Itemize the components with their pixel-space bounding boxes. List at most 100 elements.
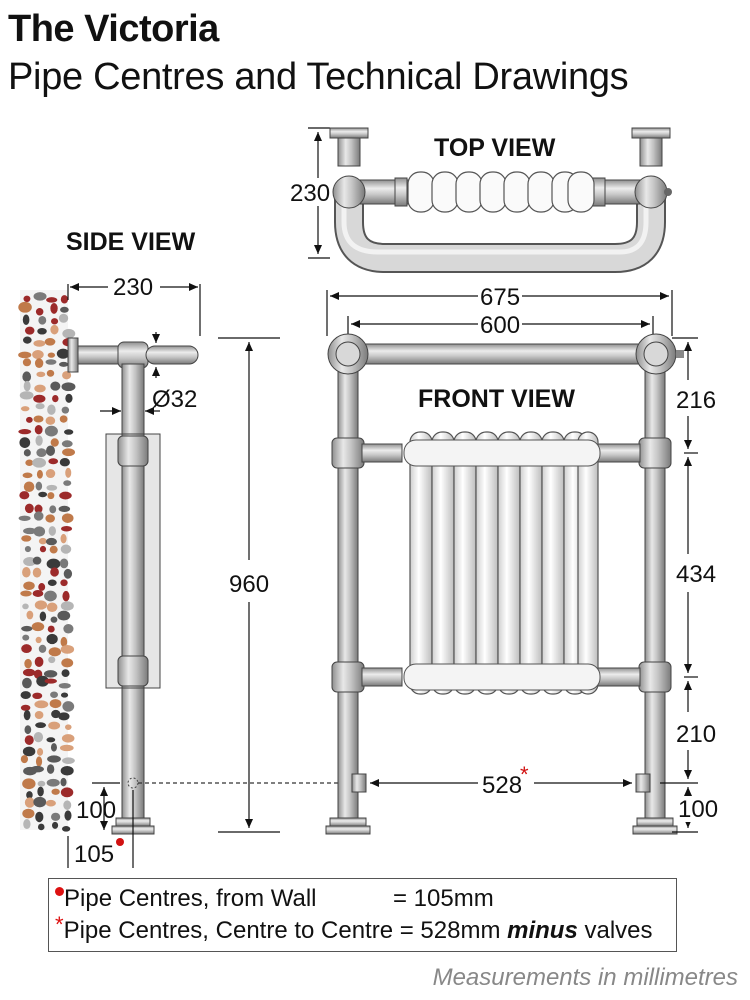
page-title: The Victoria — [8, 8, 219, 50]
wall-stone — [33, 415, 44, 423]
wall-stone — [22, 472, 33, 479]
wall-stone — [56, 348, 70, 359]
rail-width-label: 600 — [480, 312, 520, 339]
wall-stone — [36, 675, 49, 687]
wall-stone — [44, 337, 56, 346]
wall-stone — [35, 811, 44, 823]
note-star-marker: * — [55, 912, 64, 937]
wall-stone — [61, 382, 76, 392]
wall-stone — [60, 777, 67, 787]
wall-stone — [48, 656, 56, 664]
wall-stone — [30, 765, 44, 773]
note-centre-value-em: minus — [507, 917, 578, 944]
wall-stone — [22, 634, 30, 641]
wall-stone — [33, 526, 46, 537]
wall-stone — [32, 556, 42, 565]
wall-stone — [59, 415, 68, 423]
wall-stone — [49, 545, 58, 554]
wall-stone — [61, 513, 74, 523]
front-view-heading: FRONT VIEW — [418, 385, 575, 413]
wall-stone — [47, 755, 61, 763]
wall-stone — [18, 351, 32, 359]
wall-stone — [19, 391, 34, 400]
wall-stone — [61, 826, 71, 832]
wall-stone — [46, 778, 60, 787]
wall-stone — [65, 393, 73, 403]
wall-stone — [46, 633, 58, 645]
wall-stone — [51, 709, 61, 719]
wall-stone — [51, 821, 59, 829]
wall-stone — [34, 358, 44, 369]
wall-stone — [63, 623, 74, 634]
wall-stone — [46, 484, 58, 491]
wall-stone — [47, 625, 55, 633]
wall-stone — [35, 722, 47, 729]
wall-stone — [36, 469, 43, 479]
wall-stone — [52, 395, 59, 403]
wall-stone — [22, 668, 36, 677]
wall-stone — [36, 448, 47, 457]
wall-stone — [37, 327, 47, 335]
wall-stone — [36, 748, 44, 756]
wall-stone — [46, 369, 55, 377]
wall-stone — [62, 328, 76, 339]
wall-stone — [34, 384, 46, 393]
wall-stone — [50, 302, 58, 314]
wall-stone — [65, 724, 72, 730]
wall-stone — [35, 308, 44, 316]
wall-stone — [59, 744, 74, 752]
wall-stone — [46, 764, 55, 774]
wall-stone — [60, 644, 75, 654]
wall-stone — [57, 610, 71, 621]
wall-stone — [65, 467, 72, 478]
wall-stone — [47, 352, 56, 358]
front-view: 675 600 FRONT VIEW — [325, 284, 722, 835]
wall-stone — [20, 691, 31, 700]
wall-stone — [32, 567, 42, 578]
wall-stone — [21, 535, 32, 542]
wall-stone — [45, 469, 56, 479]
wall-stone — [47, 404, 56, 415]
pipe-centres-notes: Pipe Centres, from Wall = 105mm *Pipe Ce… — [48, 878, 677, 952]
wall-stone — [34, 656, 44, 667]
wall-stone — [24, 326, 35, 335]
wall-stone — [35, 756, 43, 767]
wall-stone — [24, 545, 31, 553]
wall-stone — [35, 435, 43, 446]
wall-stone — [50, 812, 61, 821]
wall-stone — [23, 527, 37, 535]
wall-stone — [46, 558, 61, 570]
note-wall-label: Pipe Centres, from Wall — [64, 885, 317, 912]
wall-stone — [60, 533, 67, 544]
wall-stone — [33, 731, 44, 743]
wall-stone — [45, 514, 55, 523]
wall-stone — [60, 544, 72, 554]
wall-stone — [32, 350, 44, 360]
note-centre-centres: *Pipe Centres, Centre to Centre = 528mm … — [55, 912, 653, 945]
wall-stone — [58, 682, 71, 689]
wall-stone — [34, 425, 43, 435]
wall-stone — [38, 644, 47, 653]
wall-stone — [50, 567, 59, 577]
wall-stone — [23, 557, 37, 567]
pipe-centres-label: 528 — [482, 772, 522, 799]
wall-stone — [45, 416, 56, 425]
wall-stone — [48, 721, 61, 730]
page-subtitle: Pipe Centres and Technical Drawings — [8, 56, 629, 98]
wall-stone — [62, 701, 75, 712]
wall-stone — [20, 704, 31, 711]
wall-stone — [61, 658, 74, 668]
side-depth-label: 230 — [113, 274, 153, 301]
wall-stone — [60, 579, 68, 587]
wall-stone — [48, 526, 56, 536]
wall-stone — [48, 647, 61, 657]
wall-stone — [46, 737, 56, 743]
wall-stone — [20, 590, 32, 597]
wall-stone — [23, 295, 31, 303]
top-view: TOP VIEW 230 — [290, 127, 672, 273]
top-view-heading: TOP VIEW — [434, 134, 556, 162]
wall-stone — [61, 734, 75, 743]
wall-stone — [45, 359, 57, 365]
wall-stone — [19, 491, 30, 500]
